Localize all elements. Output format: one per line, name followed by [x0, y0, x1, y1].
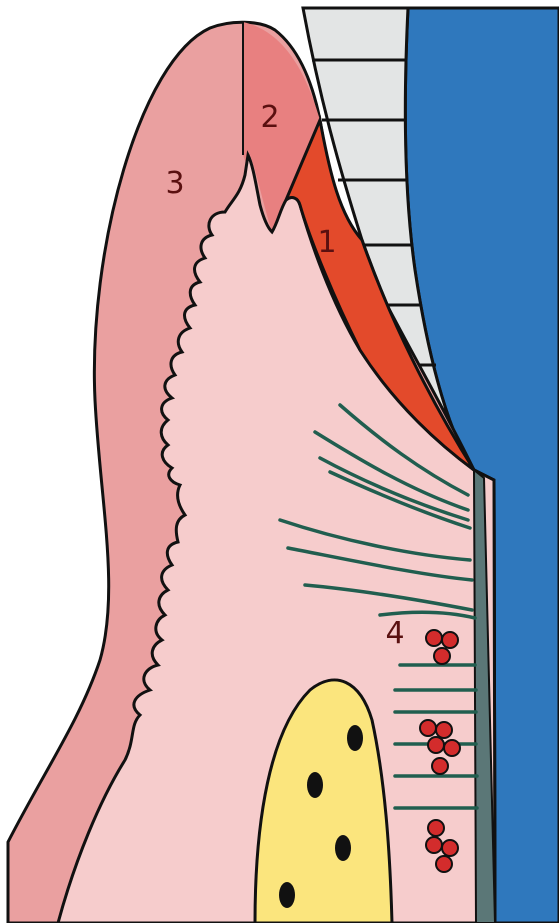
- label-2: 2: [260, 100, 279, 135]
- label-1: 1: [317, 225, 336, 260]
- label-4: 4: [385, 616, 404, 651]
- label-3: 3: [165, 166, 184, 201]
